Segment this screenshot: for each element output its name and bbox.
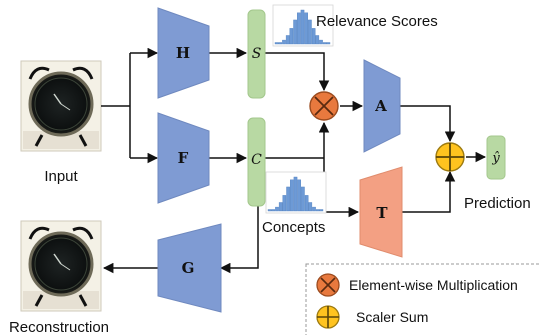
- concept-vector-c-label: C: [251, 152, 262, 168]
- histogram-icon: [265, 171, 327, 214]
- histogram-bar: [289, 28, 294, 45]
- histogram-bar: [271, 209, 276, 212]
- concepts-label: Concepts: [262, 219, 325, 236]
- plus-icon: [316, 305, 340, 329]
- histogram-bar: [315, 209, 320, 212]
- histogram-bar: [278, 202, 283, 212]
- histogram-icon: [272, 4, 334, 47]
- transform-t: T: [359, 166, 403, 258]
- decoder-g-label: G: [182, 259, 195, 277]
- legend-multiplication-label: Element-wise Multiplication: [349, 277, 518, 293]
- relevance-vector-s: S: [247, 9, 266, 99]
- histogram-bar: [293, 19, 297, 45]
- relevance-vector-s-label: S: [252, 46, 262, 62]
- transform-t-label: T: [376, 204, 388, 222]
- histogram-bar: [274, 42, 279, 45]
- histogram-bar: [308, 19, 312, 45]
- aggregator-a-label: A: [374, 97, 387, 115]
- histogram-bar: [322, 42, 327, 45]
- histogram-bar: [311, 28, 316, 45]
- histogram-bar: [286, 186, 290, 212]
- output-vector-y-label: ŷ: [491, 151, 500, 166]
- histogram-bar: [278, 42, 283, 45]
- histogram-bar: [275, 206, 279, 212]
- encoder-f-label: F: [178, 149, 189, 167]
- histogram-bar: [267, 209, 272, 212]
- histogram-bar: [297, 12, 301, 45]
- input-label: Input: [44, 168, 78, 185]
- aggregator-a: A: [363, 59, 401, 153]
- histogram-bar: [319, 209, 324, 212]
- prediction-label: Prediction: [464, 195, 531, 212]
- histogram-bar: [312, 206, 316, 212]
- histogram-bar: [282, 195, 287, 212]
- plus-icon: [435, 142, 465, 172]
- alarm-clock-image: [28, 226, 94, 307]
- output-vector-y: ŷ: [486, 135, 506, 180]
- histogram-bar: [319, 39, 323, 45]
- reconstruction-label: Reconstruction: [9, 319, 109, 335]
- histogram-bar: [285, 35, 290, 45]
- histogram-bar: [304, 195, 309, 212]
- encoder-h: H: [157, 7, 210, 99]
- connections: [101, 47, 487, 274]
- histogram-bar: [308, 202, 313, 212]
- histogram-bar: [293, 176, 298, 212]
- histogram-bar: [297, 179, 302, 212]
- reconstruction-image: [20, 220, 102, 312]
- histogram-bar: [326, 42, 331, 45]
- encoder-h-label: H: [176, 44, 190, 62]
- histogram-bar: [315, 35, 320, 45]
- relevance-scores-label: Relevance Scores: [316, 13, 438, 30]
- legend-sum-label: Scaler Sum: [356, 309, 428, 325]
- histogram-bar: [300, 9, 305, 45]
- multiply-icon: [309, 91, 339, 121]
- histogram-bar: [282, 39, 286, 45]
- legend: Element-wise Multiplication Scaler Sum: [305, 263, 541, 335]
- decoder-g: G: [157, 223, 222, 313]
- histogram-bar: [290, 179, 294, 212]
- input-image: [20, 60, 102, 152]
- encoder-f: F: [157, 112, 210, 204]
- histogram-bar: [301, 186, 305, 212]
- histogram-bar: [304, 12, 309, 45]
- multiply-icon: [316, 273, 340, 297]
- concept-vector-c: C: [247, 117, 266, 207]
- alarm-clock-image: [28, 66, 94, 147]
